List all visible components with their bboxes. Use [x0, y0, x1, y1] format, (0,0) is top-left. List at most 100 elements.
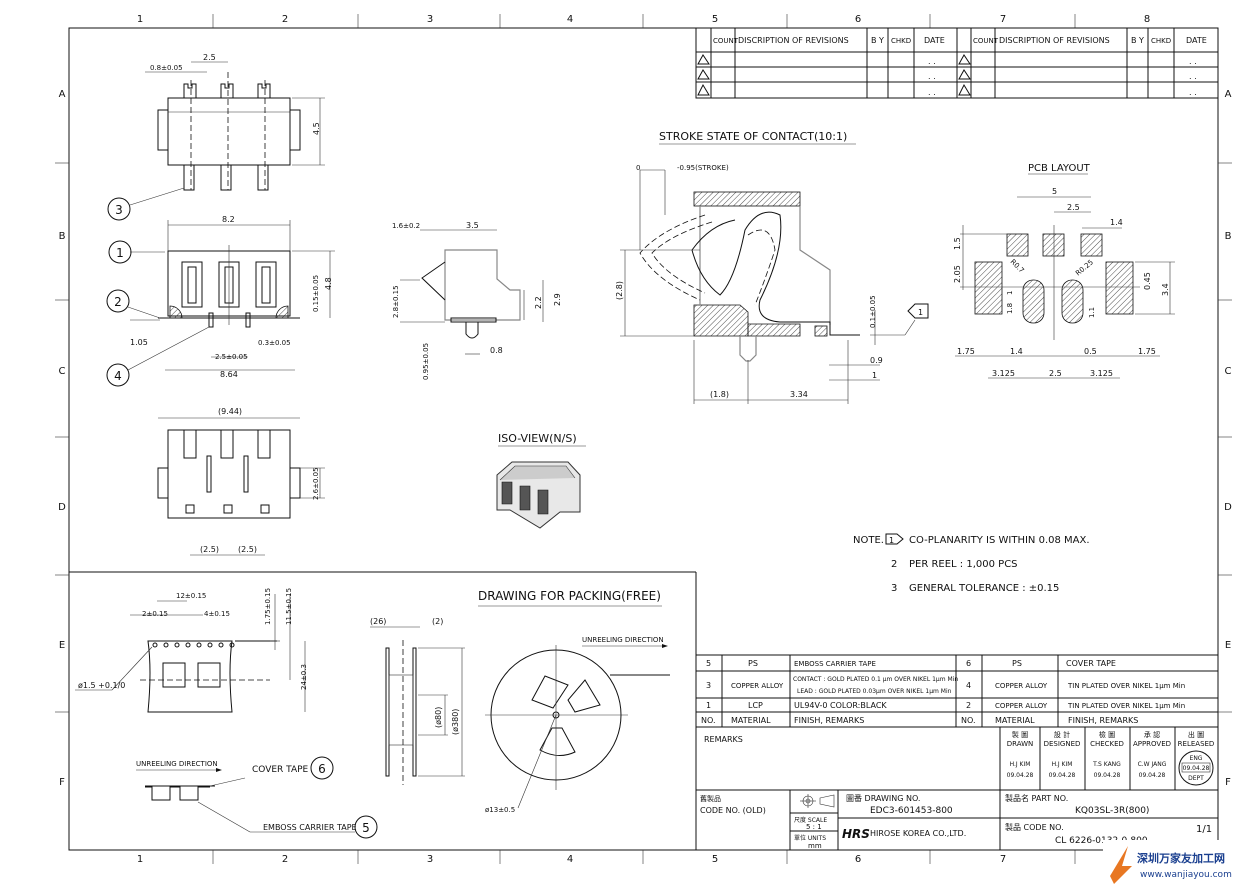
rev-header-date: DATE [924, 36, 945, 45]
note-text: PER REEL : 1,000 PCS [909, 559, 1018, 570]
part-no: KQ03SL-3R(800) [1075, 806, 1149, 816]
header-finish: FINISH, REMARKS [1068, 716, 1138, 725]
part-material: COPPER ALLOY [995, 682, 1048, 690]
dim-label: 2.5±0.05 [215, 353, 248, 361]
dim-label: 0.8±0.05 [150, 64, 183, 72]
remarks-label: REMARKS [704, 735, 743, 744]
signoff-date: 09.04.28 [1007, 772, 1034, 779]
dim-label: 2.05 [953, 265, 962, 283]
signoff-name: H.J KIM [1052, 761, 1073, 768]
row-label: E [59, 640, 65, 651]
scale-value: 5 : 1 [806, 823, 822, 831]
code-no: CL 6226-0132-0-800 [1055, 836, 1148, 846]
rev-header-by: B Y [871, 36, 884, 45]
released-kr: 出 圖 [1188, 730, 1204, 739]
col-label: 7 [1000, 854, 1006, 865]
part-material: COPPER ALLOY [995, 702, 1048, 710]
part-finish: LEAD : GOLD PLATED 0.03µm OVER NIKEL 1µm… [797, 688, 952, 695]
signoff-date: 09.04.28 [1094, 772, 1121, 779]
dim-label: 3.125 [992, 369, 1015, 378]
rev-header-count: COUNT [973, 37, 999, 45]
dim-label: 3.5 [466, 221, 479, 230]
balloon-number: 5 [362, 821, 370, 835]
parts-table: 5 PS EMBOSS CARRIER TAPE 6 PS COVER TAPE… [695, 654, 1219, 728]
part-no: 2 [966, 701, 971, 710]
drawing-no: EDC3-601453-800 [870, 806, 953, 816]
dim-label: 2.9 [553, 293, 562, 306]
front-view: 8.2 4.8 0.15±0.05 1.05 2.5±0.05 0.3±0.05… [106, 215, 335, 387]
dim-label: (1.8) [710, 390, 729, 399]
side-view: 1.6±0.2 3.5 2.8±0.15 2.2 2.9 0.95±0.05 0… [392, 221, 562, 380]
stroke-state-view: STROKE STATE OF CONTACT(10:1) 0 -0.95(ST… [615, 130, 929, 404]
dim-label: 1.75 [1138, 347, 1156, 356]
dim-label: R0.25 [1074, 258, 1095, 277]
dim-label: (26) [370, 617, 386, 626]
col-label: 4 [567, 854, 573, 865]
dim-label: 2.6±0.05 [312, 467, 320, 500]
cover-tape-label: COVER TAPE [252, 765, 309, 775]
title-block: REMARKS 製 圖 DRAWN H.J KIM 09.04.28 設 計 D… [695, 726, 1219, 851]
projection-symbol-icon [800, 794, 835, 808]
note-number: 2 [891, 559, 897, 570]
part-material: LCP [748, 701, 763, 710]
signoff-name: H.J KIM [1010, 761, 1031, 768]
datum-flag [907, 303, 929, 319]
note-text: CO-PLANARITY IS WITHIN 0.08 MAX. [909, 535, 1090, 546]
balloon-number: 1 [116, 246, 124, 260]
part-material: PS [748, 659, 758, 668]
part-no: 4 [966, 681, 971, 690]
col-label: 4 [567, 14, 573, 25]
watermark-url: www.wanjiayou.com [1140, 870, 1232, 880]
signoff-kr: 設 計 [1054, 730, 1070, 739]
part-finish: COVER TAPE [1066, 659, 1116, 668]
part-no: 5 [706, 659, 711, 668]
dim-label: ø13±0.5 [485, 806, 515, 814]
note-text: GENERAL TOLERANCE : ±0.15 [909, 583, 1059, 594]
top-view: 2.5 0.8±0.05 4.5 3 [107, 53, 325, 221]
dim-label: 3.125 [1090, 369, 1113, 378]
header-material: MATERIAL [995, 716, 1035, 725]
dim-label: 8.64 [220, 370, 238, 379]
pcb-layout-title: PCB LAYOUT [1028, 163, 1091, 174]
dim-label: 24±0.3 [300, 664, 308, 690]
dim-label: 1.75 [957, 347, 975, 356]
col-label: 8 [1144, 14, 1150, 25]
signoff-kr: 製 圖 [1012, 730, 1028, 739]
sheet-number: 1/1 [1196, 824, 1212, 835]
col-label: 6 [855, 854, 861, 865]
row-label: A [1225, 89, 1232, 100]
part-material: PS [1012, 659, 1022, 668]
part-finish: TIN PLATED OVER NIKEL 1µm Min [1067, 682, 1185, 690]
dim-label: 0 [636, 164, 640, 172]
rev-date: . . [928, 72, 936, 81]
rev-date: . . [928, 57, 936, 66]
row-label: C [59, 366, 66, 377]
rev-date: . . [1189, 57, 1197, 66]
revision-table: COUNT DISCRIPTION OF REVISIONS B Y CHKD … [695, 27, 1219, 99]
iso-view-title: ISO-VIEW(N/S) [498, 432, 577, 445]
packing-title: DRAWING FOR PACKING(FREE) [478, 589, 661, 603]
dim-label: 4±0.15 [204, 610, 230, 618]
dim-label: 1.75±0.15 [264, 588, 272, 625]
packing-drawing: DRAWING FOR PACKING(FREE) 12±0.15 2±0.15… [69, 571, 697, 839]
part-no: 3 [706, 681, 711, 690]
dim-label: 2.2 [534, 296, 543, 309]
dim-label: 0.1±0.05 [869, 295, 877, 328]
rev-header-date: DATE [1186, 36, 1207, 45]
dim-label: 1.4 [1110, 218, 1123, 227]
part-no-label: 製品名 PART NO. [1005, 793, 1068, 803]
row-label: B [59, 231, 66, 242]
row-label: F [1225, 777, 1231, 788]
dim-label: 1.4 [1010, 347, 1023, 356]
balloon [106, 363, 130, 387]
col-label: 7 [1000, 14, 1006, 25]
part-finish: TIN PLATED OVER NIKEL 1µm Min [1067, 702, 1185, 710]
note-number: 3 [891, 583, 897, 594]
code-old-kr: 舊製品 [700, 794, 721, 803]
signoff-name: T.S KANG [1092, 761, 1121, 768]
row-label: D [58, 502, 66, 513]
col-label: 3 [427, 854, 433, 865]
stamp-bottom: DEPT [1188, 775, 1204, 782]
dim-label: 2.8±0.15 [392, 285, 400, 318]
dim-label: 2±0.15 [142, 610, 168, 618]
